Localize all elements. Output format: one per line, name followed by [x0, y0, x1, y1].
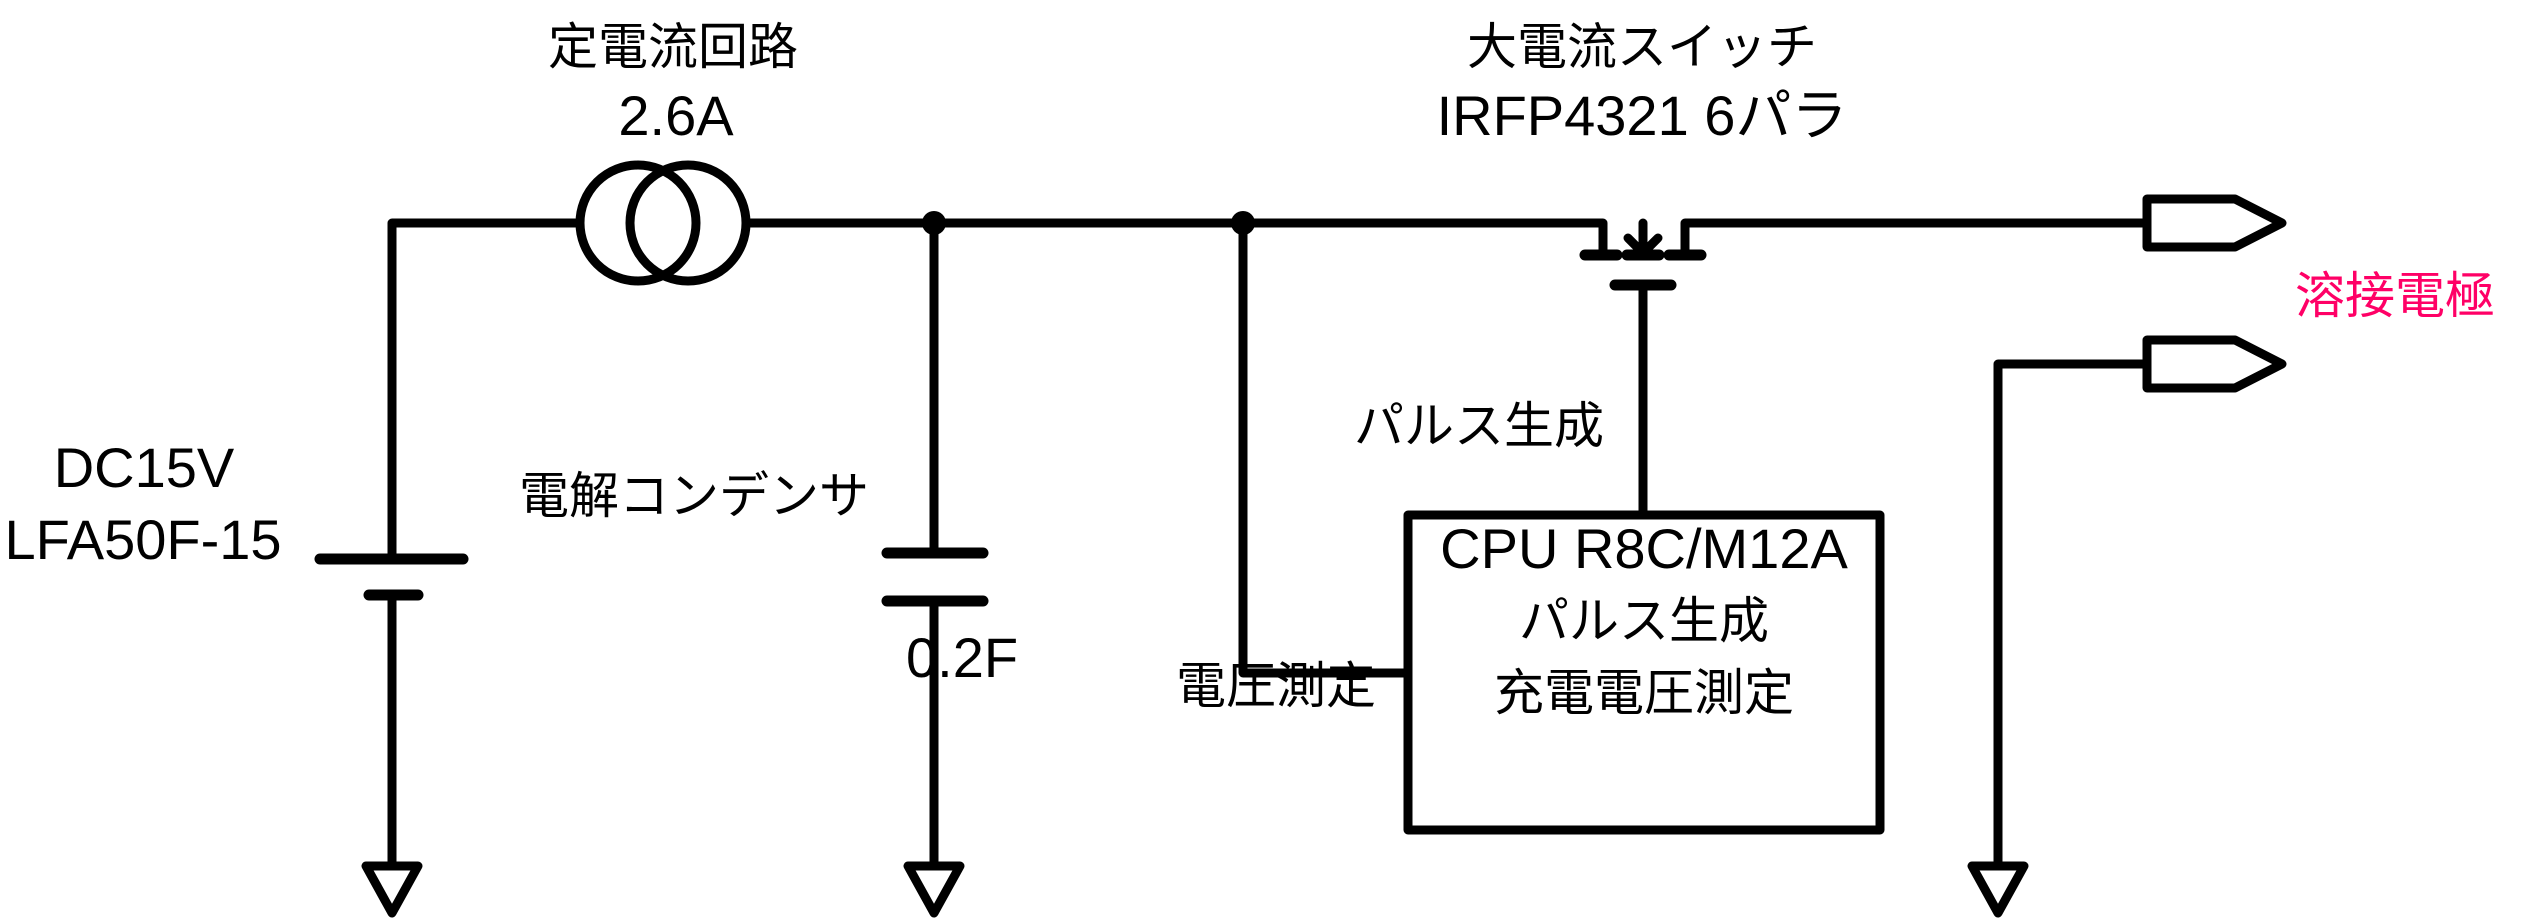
wire-main-rail	[742, 218, 1608, 260]
voltage-sense-label: 電圧測定	[1176, 657, 1376, 715]
switch-label: 大電流スイッチ	[1467, 18, 1817, 76]
ground-icon	[903, 861, 965, 918]
ground-icon	[361, 861, 423, 918]
cpu-label-line1: CPU R8C/M12A	[1440, 517, 1848, 580]
current-source-value: 2.6A	[618, 84, 734, 147]
junction-node-capacitor	[922, 211, 946, 235]
ground-icon	[1967, 861, 2029, 918]
battery-icon	[314, 553, 469, 601]
switch-part-number: IRFP4321 6パラ	[1437, 84, 1848, 147]
wire-electrode-2-ground	[1993, 359, 2152, 871]
capacitor-value: 0.2F	[906, 626, 1018, 689]
wire-psu-top	[387, 218, 583, 564]
electrode-terminal-icon	[2142, 335, 2287, 393]
current-source-label: 定電流回路	[548, 18, 798, 76]
capacitor-icon	[881, 547, 989, 607]
gate-signal-label: パルス生成	[1354, 397, 1604, 455]
electrode-label: 溶接電極	[2295, 267, 2495, 325]
wire-voltage-sense	[1238, 218, 1413, 678]
mosfet-icon	[1579, 218, 1707, 291]
junction-node-sense	[1231, 211, 1255, 235]
wire-to-electrode-1	[1680, 218, 2152, 260]
cpu-block	[1403, 510, 1885, 835]
cpu-label-line3: 充電電圧測定	[1494, 664, 1794, 722]
wires	[387, 218, 2152, 871]
psu-voltage-label: DC15V	[54, 436, 235, 499]
current-source-icon	[575, 160, 751, 286]
electrode-terminal-icon	[2142, 194, 2287, 252]
cpu-label-line2: パルス生成	[1519, 592, 1769, 650]
capacitor-label: 電解コンデンサ	[519, 467, 869, 525]
psu-model-label: LFA50F-15	[4, 508, 281, 571]
